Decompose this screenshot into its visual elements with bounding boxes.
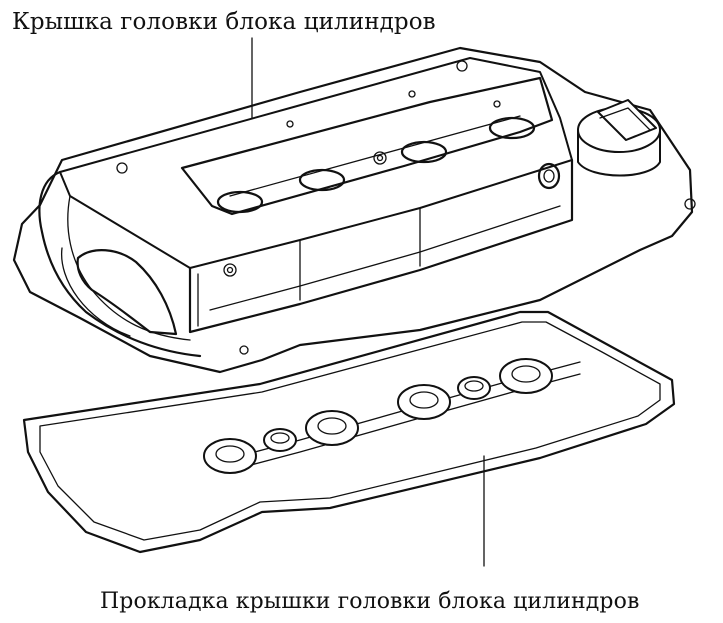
- cover-bolt: [286, 120, 294, 128]
- gasket-outer-loop: [22, 310, 676, 554]
- oil-filler-cap: [577, 99, 661, 177]
- cover-bolt: [239, 345, 249, 355]
- plug-seal-3: [305, 410, 359, 446]
- plug-seal-4: [397, 384, 451, 420]
- plug-opening-3: [400, 140, 448, 164]
- cover-bolt: [456, 60, 468, 72]
- cover-gasket: [22, 310, 676, 554]
- plug-opening-1: [216, 190, 264, 214]
- cover-top-surface: [59, 57, 573, 269]
- plug-seal-6: [499, 358, 553, 394]
- cover-front-nose: [38, 170, 202, 358]
- cover-bolt: [493, 100, 501, 108]
- cover-label: Крышка головки блока цилиндров: [12, 9, 436, 35]
- plug-seal-1: [203, 438, 257, 474]
- plug-opening-2: [298, 168, 346, 192]
- cover-flange: [12, 46, 694, 374]
- cover-bolt: [116, 162, 128, 174]
- plug-opening-4: [488, 116, 536, 140]
- gasket-label: Прокладка крышки головки блока цилиндров: [100, 589, 640, 614]
- pcv-port: [537, 162, 561, 190]
- cover-bolt: [223, 263, 237, 277]
- cover-front-recess: [76, 249, 178, 336]
- spark-plug-channel: [180, 76, 554, 216]
- plug-seal-5: [457, 376, 491, 400]
- cover-bolt: [408, 90, 416, 98]
- cover-bolt: [373, 151, 387, 165]
- cylinder-head-cover: [12, 46, 696, 374]
- cover-bolt: [684, 198, 696, 210]
- gasket-inner-loop: [39, 321, 661, 541]
- plug-seal-2: [263, 428, 297, 452]
